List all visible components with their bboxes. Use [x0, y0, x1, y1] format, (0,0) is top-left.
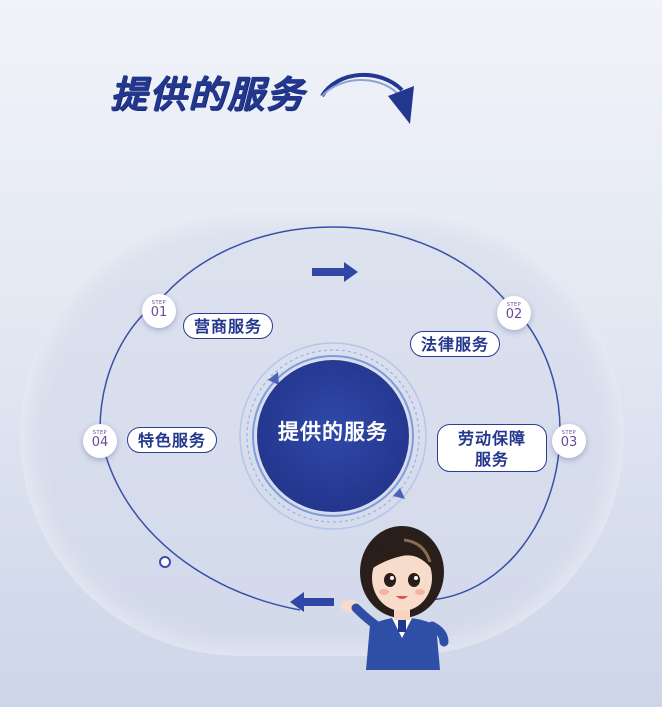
step-badge-04: STEP 04 [83, 424, 117, 458]
service-label-special: 特色服务 [127, 427, 218, 453]
step-badge-03: STEP 03 [552, 424, 586, 458]
path-node-dot [159, 556, 171, 568]
service-label-legal: 法律服务 [410, 331, 501, 357]
step-badge-02: STEP 02 [497, 296, 531, 330]
left-arrow-icon [290, 592, 334, 612]
woman-character-illustration [341, 526, 449, 670]
right-arrow-icon [312, 262, 358, 282]
curved-arrow-icon [320, 72, 414, 124]
center-disc [257, 360, 409, 512]
service-label-labor: 劳动保障 服务 [437, 424, 547, 472]
center-label: 提供的服务 [278, 420, 388, 444]
service-label-business: 营商服务 [183, 313, 274, 339]
step-badge-01: STEP 01 [142, 294, 176, 328]
page-title: 提供的服务 [110, 73, 305, 116]
